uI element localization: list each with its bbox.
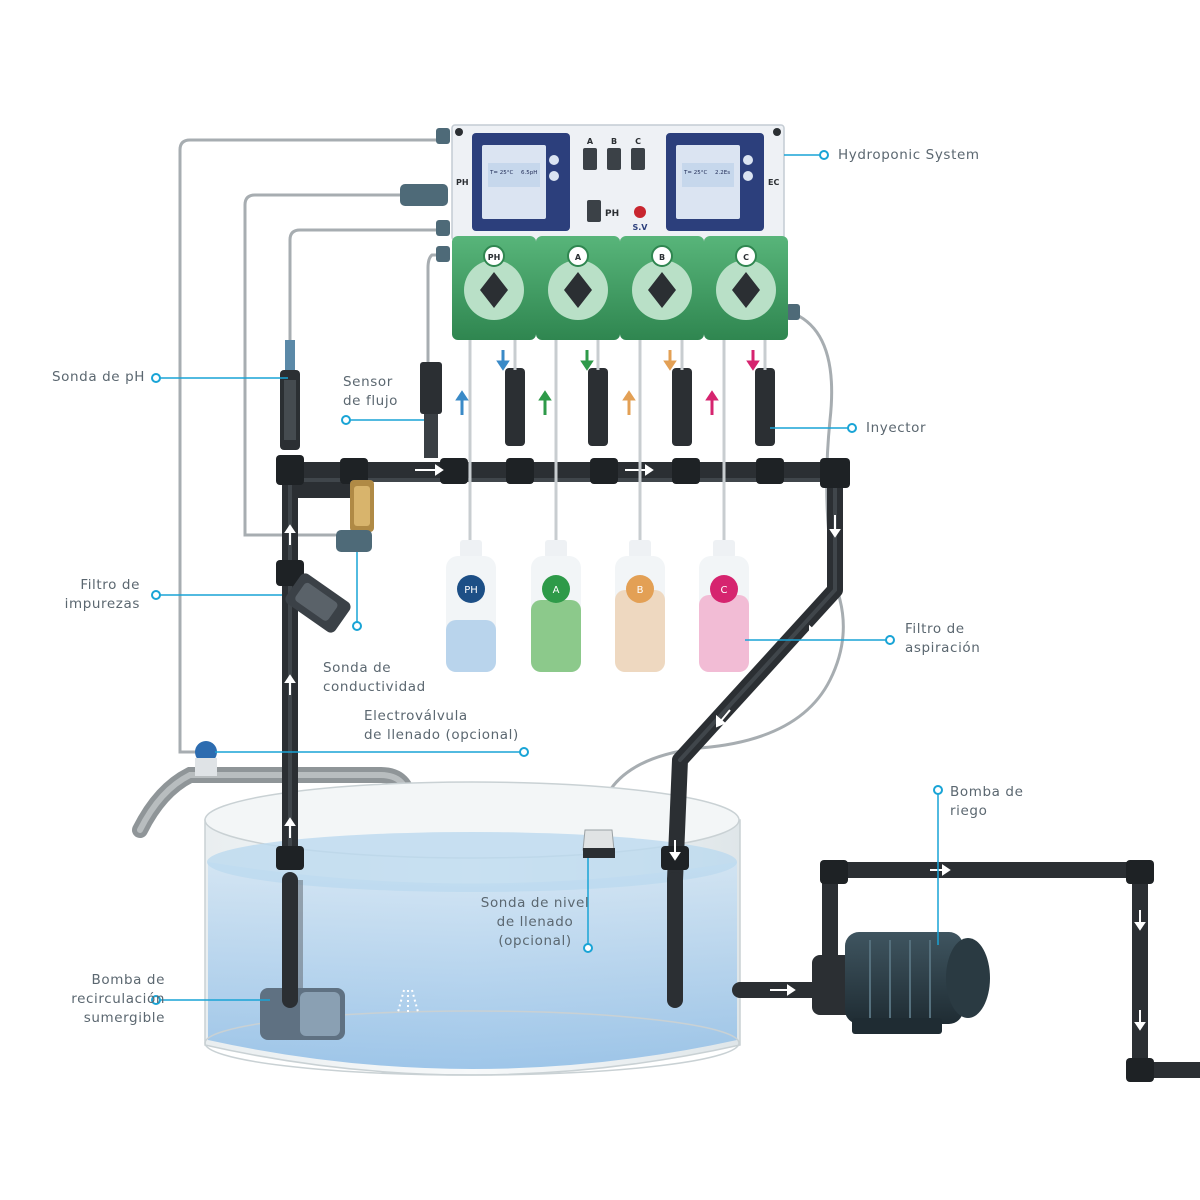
label-sonda-conductividad: Sonda de conductividad <box>323 660 426 695</box>
ec-display-temp: T= 25°C <box>683 170 707 176</box>
bottle-c-label: C <box>721 585 728 596</box>
ph-probe <box>280 340 300 450</box>
bottle-b-badge <box>626 575 654 603</box>
label-sensor-flujo: Sensor de flujo <box>343 374 399 409</box>
injector-lines <box>468 340 767 555</box>
conductivity-probe <box>336 480 374 552</box>
pump-c-label: C <box>743 253 749 262</box>
peristaltic-pumps <box>452 236 788 340</box>
bottle-texts: PH A B C <box>464 585 727 596</box>
switch-c-label: C <box>635 137 641 146</box>
pipe-joints <box>276 455 1154 1082</box>
ph-display-value: 6.5pH <box>521 170 537 176</box>
ph-display-temp: T= 25°C <box>489 170 513 176</box>
bottle-a-label: A <box>553 585 560 596</box>
impurity-filter <box>285 573 351 633</box>
pump-b-label: B <box>659 253 665 262</box>
solenoid-valve <box>195 741 217 776</box>
bottle-a-badge <box>542 575 570 603</box>
label-filtro-aspiracion: Filtro de aspiración <box>905 621 981 656</box>
bottle-b-label: B <box>637 585 644 596</box>
bottle-ph <box>446 540 496 672</box>
flow-sensor <box>420 362 442 458</box>
bottles <box>446 540 749 672</box>
label-bomba-recirculacion: Bomba de recirculación sumergible <box>71 972 165 1026</box>
controller-panel <box>451 124 785 241</box>
callout-dots <box>151 150 943 1005</box>
label-sonda-ph: Sonda de pH <box>51 369 145 385</box>
callout-lines <box>160 154 939 1001</box>
pump-a-label: A <box>575 253 582 262</box>
spray <box>397 989 419 1014</box>
ph-switch-label: PH <box>605 209 619 219</box>
bottle-ph-badge <box>457 575 485 603</box>
injectors <box>505 368 775 446</box>
label-electrovalvula: Electroválvula de llenado (opcional) <box>364 708 519 743</box>
ec-display-value: 2.2Es <box>715 170 730 176</box>
bottle-a <box>531 540 581 672</box>
ec-side-label: EC <box>768 178 779 187</box>
switch-a-label: A <box>587 137 594 146</box>
bottle-ph-label: PH <box>464 585 478 596</box>
sv-label: S.V <box>633 223 649 232</box>
panel-texts: PH EC A B C PH S.V T= 25°C 6.5pH T= 25°C… <box>456 137 779 262</box>
label-sonda-nivel: Sonda de nivel de llenado (opcional) <box>480 895 590 949</box>
bottle-c <box>699 540 749 672</box>
switch-b-label: B <box>611 137 617 146</box>
label-hydroponic-system: Hydroponic System <box>838 147 980 163</box>
irrigation-pump <box>812 932 990 1034</box>
flow-arrows <box>284 464 1146 1031</box>
label-inyector: Inyector <box>866 420 927 436</box>
label-bomba-riego: Bomba de riego <box>950 784 1024 819</box>
level-probe <box>582 829 615 858</box>
bottle-b <box>615 540 665 672</box>
dosing-arrows <box>455 350 760 415</box>
ph-side-label: PH <box>456 178 469 187</box>
pump-ph-label: PH <box>488 253 501 262</box>
label-filtro-impurezas: Filtro de impurezas <box>64 577 140 612</box>
panel-connectors <box>400 128 800 320</box>
bottle-c-badge <box>710 575 738 603</box>
